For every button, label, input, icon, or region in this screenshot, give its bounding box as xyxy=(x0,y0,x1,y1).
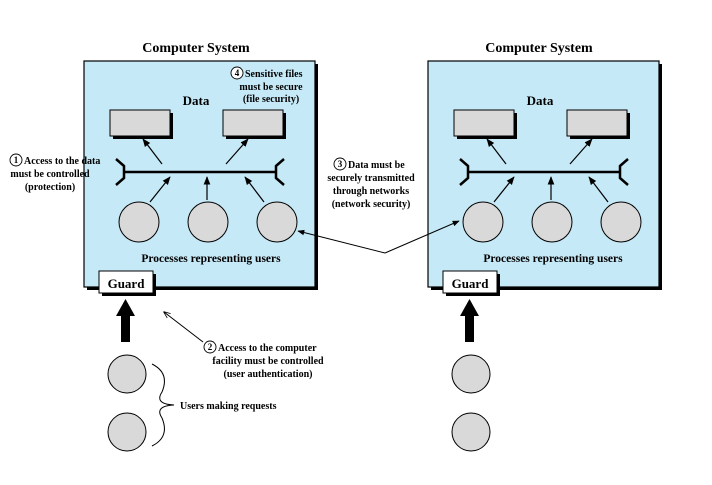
annotation-3-number: 3 xyxy=(338,159,343,169)
left-process-1 xyxy=(118,201,160,243)
annotation-3-line-2: securely transmitted xyxy=(327,173,415,184)
right-processes-label: Processes representing users xyxy=(483,253,623,265)
left-bus-bracket-right xyxy=(274,158,285,186)
left-data-box-1 xyxy=(109,109,171,137)
left-user-arrow-head xyxy=(116,299,135,316)
annotation-2-pointer xyxy=(164,312,204,343)
annotation-2-line-1: Access to the computer xyxy=(218,343,317,354)
right-guard-label: Guard xyxy=(452,276,490,291)
left-data-label: Data xyxy=(183,93,210,108)
left-arrow-to-data-1 xyxy=(142,138,163,165)
right-arrow-to-data-1 xyxy=(486,138,507,165)
annotation-4-badge xyxy=(230,66,244,80)
left-process-3 xyxy=(256,201,298,243)
right-user-arrow-shaft xyxy=(465,314,474,342)
left-arrow-from-process-3 xyxy=(244,176,265,203)
right-user-arrow-head xyxy=(460,299,479,316)
annotation-3-line-4: (network security) xyxy=(332,199,411,210)
right-users xyxy=(451,299,491,452)
left-processes-label: Processes representing users xyxy=(141,253,281,265)
left-users: Users making requests xyxy=(107,299,277,452)
annotation-protection: 1 Access to the data must be controlled … xyxy=(9,153,100,193)
left-guard-box xyxy=(98,270,154,294)
annotation-1-line-1: Access to the data xyxy=(24,156,100,167)
right-user-2 xyxy=(451,412,491,452)
annotation-4-line-3: (file security) xyxy=(243,94,299,105)
users-brace xyxy=(151,363,175,447)
left-user-2 xyxy=(107,412,147,452)
left-process-2 xyxy=(187,201,229,243)
annotation-1-badge xyxy=(9,153,23,167)
left-data-box-2 xyxy=(222,109,284,137)
annotation-2-line-2: facility must be controlled xyxy=(212,356,324,367)
right-arrow-from-process-1 xyxy=(493,176,515,203)
left-bus-bracket-left xyxy=(115,158,126,186)
annotation-3-pointer-left xyxy=(297,229,386,254)
right-data-box-2 xyxy=(566,109,628,137)
annotation-1-number: 1 xyxy=(14,155,19,165)
left-system-title: Computer System xyxy=(142,41,250,56)
annotation-3-pointer-right xyxy=(384,220,460,254)
annotation-1-line-2: must be controlled xyxy=(10,169,90,180)
right-bus-bracket-left xyxy=(459,158,470,186)
right-arrow-to-data-2 xyxy=(569,138,593,165)
right-bus-bracket-right xyxy=(618,158,629,186)
right-process-1 xyxy=(462,201,504,243)
annotation-2-number: 2 xyxy=(208,342,213,352)
left-computer-system: Computer System Data Processes represent… xyxy=(83,41,318,296)
annotation-4-line-1: Sensitive files xyxy=(245,69,303,80)
left-guard-label: Guard xyxy=(108,276,146,291)
annotation-4-number: 4 xyxy=(235,68,240,78)
right-process-2 xyxy=(531,201,573,243)
users-label: Users making requests xyxy=(180,401,277,412)
right-system-title: Computer System xyxy=(485,41,593,56)
right-data-label: Data xyxy=(527,93,554,108)
annotation-authentication: 2 Access to the computer facility must b… xyxy=(164,312,324,380)
annotation-network-security: 3 Data must be securely transmitted thro… xyxy=(297,157,460,254)
left-user-1 xyxy=(107,354,147,394)
right-user-1 xyxy=(451,354,491,394)
right-computer-system: Computer System Data Processes represent… xyxy=(427,41,662,296)
annotation-1-line-3: (protection) xyxy=(25,182,75,193)
annotation-3-badge xyxy=(333,157,347,171)
left-arrow-to-data-2 xyxy=(225,138,249,165)
right-arrow-from-process-3 xyxy=(588,176,609,203)
right-guard-box xyxy=(442,270,498,294)
left-arrow-from-process-1 xyxy=(149,176,171,203)
right-process-3 xyxy=(600,201,642,243)
annotation-2-badge xyxy=(203,340,217,354)
annotation-2-line-3: (user authentication) xyxy=(224,369,313,380)
right-data-box-1 xyxy=(453,109,515,137)
annotation-file-security: 4 Sensitive files must be secure (file s… xyxy=(230,66,303,105)
annotation-3-line-1: Data must be xyxy=(348,160,405,171)
annotation-3-line-3: through networks xyxy=(333,186,409,197)
left-user-arrow-shaft xyxy=(121,314,130,342)
annotation-4-line-2: must be secure xyxy=(239,82,303,93)
